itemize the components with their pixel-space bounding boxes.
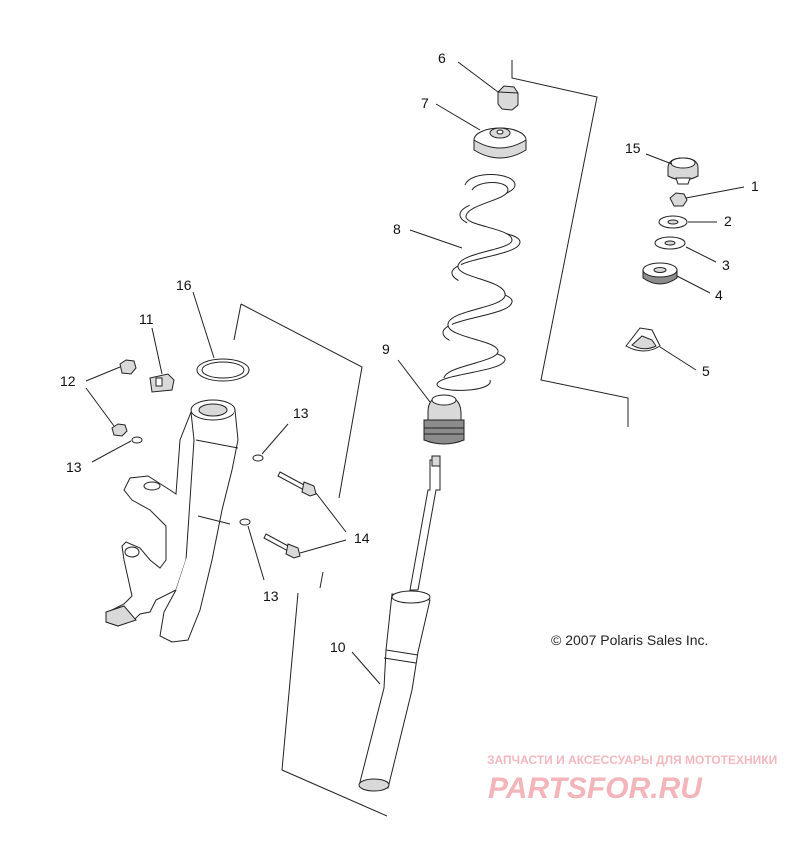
upper-spring-seat-part[interactable] (473, 127, 527, 159)
leader-1 (685, 186, 745, 199)
callout-13c: 13 (263, 588, 279, 604)
watermark-tagline: ЗАПЧАСТИ И АКСЕССУАРЫ ДЛЯ МОТОТЕХНИКИ (487, 753, 777, 767)
callout-13b: 13 (293, 405, 309, 421)
bracket-strut-mid (319, 571, 324, 589)
cap-part[interactable] (625, 327, 661, 352)
callout-7: 7 (421, 95, 429, 111)
bracket-strut-left (281, 592, 388, 817)
leader-4 (676, 275, 711, 294)
leader-7 (435, 103, 481, 131)
bracket-spring-assembly (511, 60, 629, 427)
callout-8: 8 (393, 221, 401, 237)
small-nut-part[interactable] (669, 192, 688, 207)
steering-knuckle-part[interactable] (105, 399, 239, 643)
leader-13a (91, 440, 132, 463)
clip-part[interactable] (149, 373, 175, 393)
o-ring-part[interactable] (196, 358, 250, 382)
bracket-knuckle-right (240, 303, 363, 499)
leader-15 (645, 153, 673, 165)
leader-9 (397, 359, 431, 403)
leader-13b (261, 423, 289, 455)
leader-12a (85, 366, 121, 382)
callout-5: 5 (702, 363, 710, 379)
leader-11 (151, 327, 163, 375)
leader-6 (457, 61, 499, 93)
top-nut-part[interactable] (497, 85, 519, 111)
callout-13a: 13 (66, 459, 82, 475)
shock-absorber-part[interactable] (358, 455, 441, 792)
bracket-knuckle-assembly (233, 303, 242, 341)
lower-bushing-part[interactable] (642, 262, 678, 285)
callout-16: 16 (176, 277, 192, 293)
leader-16 (192, 291, 215, 359)
leader-12b (85, 387, 115, 427)
leader-14b (299, 539, 347, 554)
bolt-part-14a[interactable] (277, 471, 317, 497)
leader-13c (247, 525, 265, 581)
coil-spring-part[interactable] (436, 174, 521, 391)
callout-12: 12 (60, 373, 76, 389)
leader-8 (409, 229, 463, 249)
leader-5 (659, 346, 697, 371)
nut-part-12a[interactable] (119, 359, 137, 375)
callout-4: 4 (715, 287, 723, 303)
bolt-part-14b[interactable] (263, 533, 301, 559)
washer-part-13a[interactable] (131, 436, 143, 444)
callout-6: 6 (438, 50, 446, 66)
leader-3 (685, 246, 717, 263)
leader-14a (315, 492, 347, 533)
copyright-notice: © 2007 Polaris Sales Inc. (551, 632, 708, 648)
nut-part-12b[interactable] (111, 423, 128, 437)
callout-11: 11 (139, 311, 154, 327)
washer-part-13c[interactable] (239, 518, 251, 526)
callout-1: 1 (751, 178, 759, 194)
callout-14: 14 (354, 530, 370, 546)
washer-part-3[interactable] (654, 236, 686, 250)
callout-9: 9 (382, 341, 390, 357)
callout-10: 10 (330, 639, 346, 655)
leader-10 (351, 651, 381, 685)
callout-3: 3 (722, 257, 730, 273)
rubber-bushing-part[interactable] (667, 157, 699, 185)
washer-part-13b[interactable] (252, 454, 264, 462)
washer-part-2[interactable] (658, 215, 688, 229)
callout-2: 2 (724, 213, 732, 229)
watermark-brand: PARTSFOR.RU (488, 772, 703, 805)
callout-15: 15 (625, 140, 641, 156)
jounce-bumper-part[interactable] (423, 394, 465, 445)
